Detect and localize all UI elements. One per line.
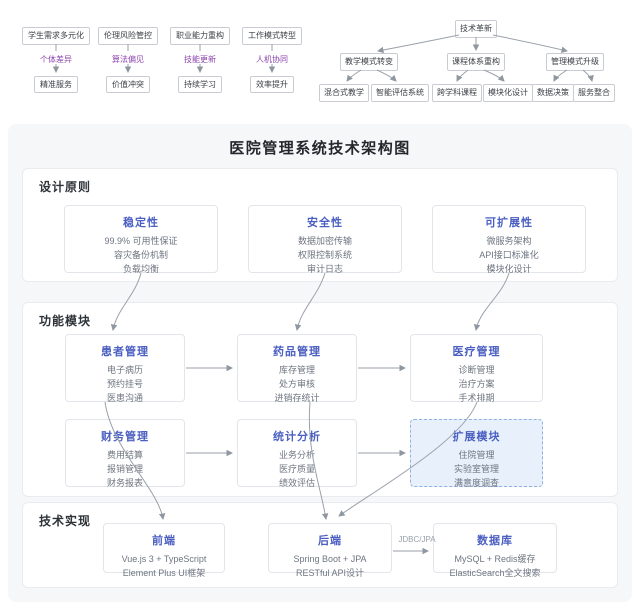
flow-column-4: 工作模式转型 人机协同 效率提升 [242, 27, 302, 94]
card-item: 审计日志 [306, 263, 343, 274]
card-item: 医疗质量 [278, 463, 315, 474]
principle-card-stability: 稳定性 99.9% 可用性保证 容灾备份机制 负载均衡 [64, 205, 218, 274]
tech-box-database: 数据库 MySQL + Redis缓存 ElasticSearch全文搜索 [433, 523, 557, 578]
flow-edge-label: 人机协同 [254, 53, 290, 65]
card-title: 前端 [152, 535, 176, 547]
flow-column-1: 学生需求多元化 个体差异 精准服务 [22, 27, 90, 94]
card-item: 治疗方案 [458, 378, 495, 389]
flow-column-3: 职业能力重构 技能更新 持续学习 [170, 27, 230, 94]
tree-leaf: 数据决策 [532, 84, 574, 102]
card-item: Spring Boot + JPA [293, 554, 367, 564]
flow-target-box: 效率提升 [250, 75, 294, 94]
module-box-finance: 财务管理 费用结算 报销管理 财务报表 [65, 419, 185, 488]
section-label: 设计原则 [39, 180, 92, 194]
tree-leaf: 模块化设计 [483, 84, 533, 102]
card-item: 微服务架构 [486, 236, 532, 246]
flow-edge-label: 个体差异 [38, 53, 74, 65]
tree-leaf: 服务整合 [573, 84, 615, 102]
card-title: 扩展模块 [452, 431, 501, 443]
card-item: 业务分析 [278, 450, 315, 460]
flow-column-2: 伦理风险管控 算法偏见 价值冲突 [98, 27, 158, 94]
card-title: 财务管理 [101, 431, 149, 443]
tech-box-frontend: 前端 Vue.js 3 + TypeScript Element Plus UI… [103, 523, 225, 578]
card-item: 诊断管理 [458, 365, 495, 375]
card-item: 实验室管理 [453, 463, 499, 474]
card-item: 手术排期 [458, 392, 495, 403]
module-box-medical: 医疗管理 诊断管理 治疗方案 手术排期 [410, 334, 543, 403]
card-item: 财务报表 [106, 477, 143, 488]
flow-edge-label: 算法偏见 [110, 53, 146, 65]
card-item: 报销管理 [106, 463, 143, 474]
card-item: 预约挂号 [106, 378, 143, 389]
card-title: 患者管理 [101, 346, 149, 358]
card-item: 处方审核 [278, 378, 315, 389]
flow-edge-label: 技能更新 [182, 53, 218, 65]
edge-jdbc-label: JDBC/JPA [398, 535, 436, 544]
flow-source-box: 学生需求多元化 [22, 27, 90, 45]
card-item: 库存管理 [278, 365, 315, 375]
card-item: 进销存统计 [274, 392, 320, 403]
card-item: MySQL + Redis缓存 [454, 554, 536, 564]
section-label: 技术实现 [39, 514, 92, 528]
card-item: API接口标准化 [479, 249, 539, 260]
card-item: 99.9% 可用性保证 [104, 236, 178, 246]
card-title: 统计分析 [273, 431, 321, 443]
card-title: 后端 [318, 535, 342, 547]
card-item: Vue.js 3 + TypeScript [121, 554, 207, 564]
principle-card-scalability: 可扩展性 微服务架构 API接口标准化 模块化设计 [432, 205, 586, 274]
flow-target-box: 持续学习 [178, 75, 222, 94]
card-item: ElasticSearch全文搜索 [449, 567, 541, 578]
card-item: 满意度调查 [453, 477, 499, 488]
card-title: 稳定性 [123, 217, 159, 229]
module-box-patient: 患者管理 电子病历 预约挂号 医患沟通 [65, 334, 185, 403]
card-item: 费用结算 [106, 450, 143, 460]
module-box-pharmacy: 药品管理 库存管理 处方审核 进销存统计 [237, 334, 357, 403]
tree-leaf: 混合式教学 [319, 84, 369, 102]
card-title: 药品管理 [273, 346, 321, 358]
card-item: 医患沟通 [106, 392, 143, 403]
card-item: 住院管理 [458, 450, 495, 460]
module-box-extension: 扩展模块 住院管理 实验室管理 满意度调查 [410, 419, 543, 488]
card-item: 数据加密传输 [297, 236, 352, 246]
flow-source-box: 伦理风险管控 [98, 27, 158, 45]
card-item: Element Plus UI框架 [122, 567, 206, 578]
card-item: 容灾备份机制 [113, 249, 168, 260]
section-label: 功能模块 [39, 314, 92, 328]
card-title: 医疗管理 [452, 346, 501, 358]
diagram-title: 医院管理系统技术架构图 [229, 140, 411, 157]
tech-box-backend: 后端 Spring Boot + JPA RESTful API设计 [268, 523, 392, 578]
card-item: 权限控制系统 [297, 249, 352, 260]
tree-branch: 课程体系重构 [447, 53, 505, 71]
card-item: RESTful API设计 [295, 567, 365, 578]
tree-root: 技术革新 [455, 20, 497, 38]
flow-target-box: 价值冲突 [106, 75, 150, 94]
module-box-statistics: 统计分析 业务分析 医疗质量 绩效评估 [237, 419, 357, 488]
principle-card-security: 安全性 数据加密传输 权限控制系统 审计日志 [248, 205, 402, 274]
tree-leaf: 智能评估系统 [371, 84, 429, 102]
flow-source-box: 职业能力重构 [170, 27, 230, 45]
flow-target-box: 精准服务 [34, 75, 78, 94]
card-item: 模块化设计 [486, 263, 532, 274]
flow-source-box: 工作模式转型 [242, 27, 302, 45]
tree-leaf: 跨学科课程 [432, 84, 482, 102]
card-item: 负载均衡 [122, 263, 159, 274]
card-title: 可扩展性 [485, 217, 533, 229]
card-title: 安全性 [307, 217, 343, 229]
card-item: 绩效评估 [278, 477, 315, 488]
tree-branch: 教学模式转变 [340, 53, 398, 71]
tree-branch: 管理模式升级 [546, 53, 604, 71]
card-item: 电子病历 [106, 365, 143, 375]
card-title: 数据库 [477, 535, 513, 547]
